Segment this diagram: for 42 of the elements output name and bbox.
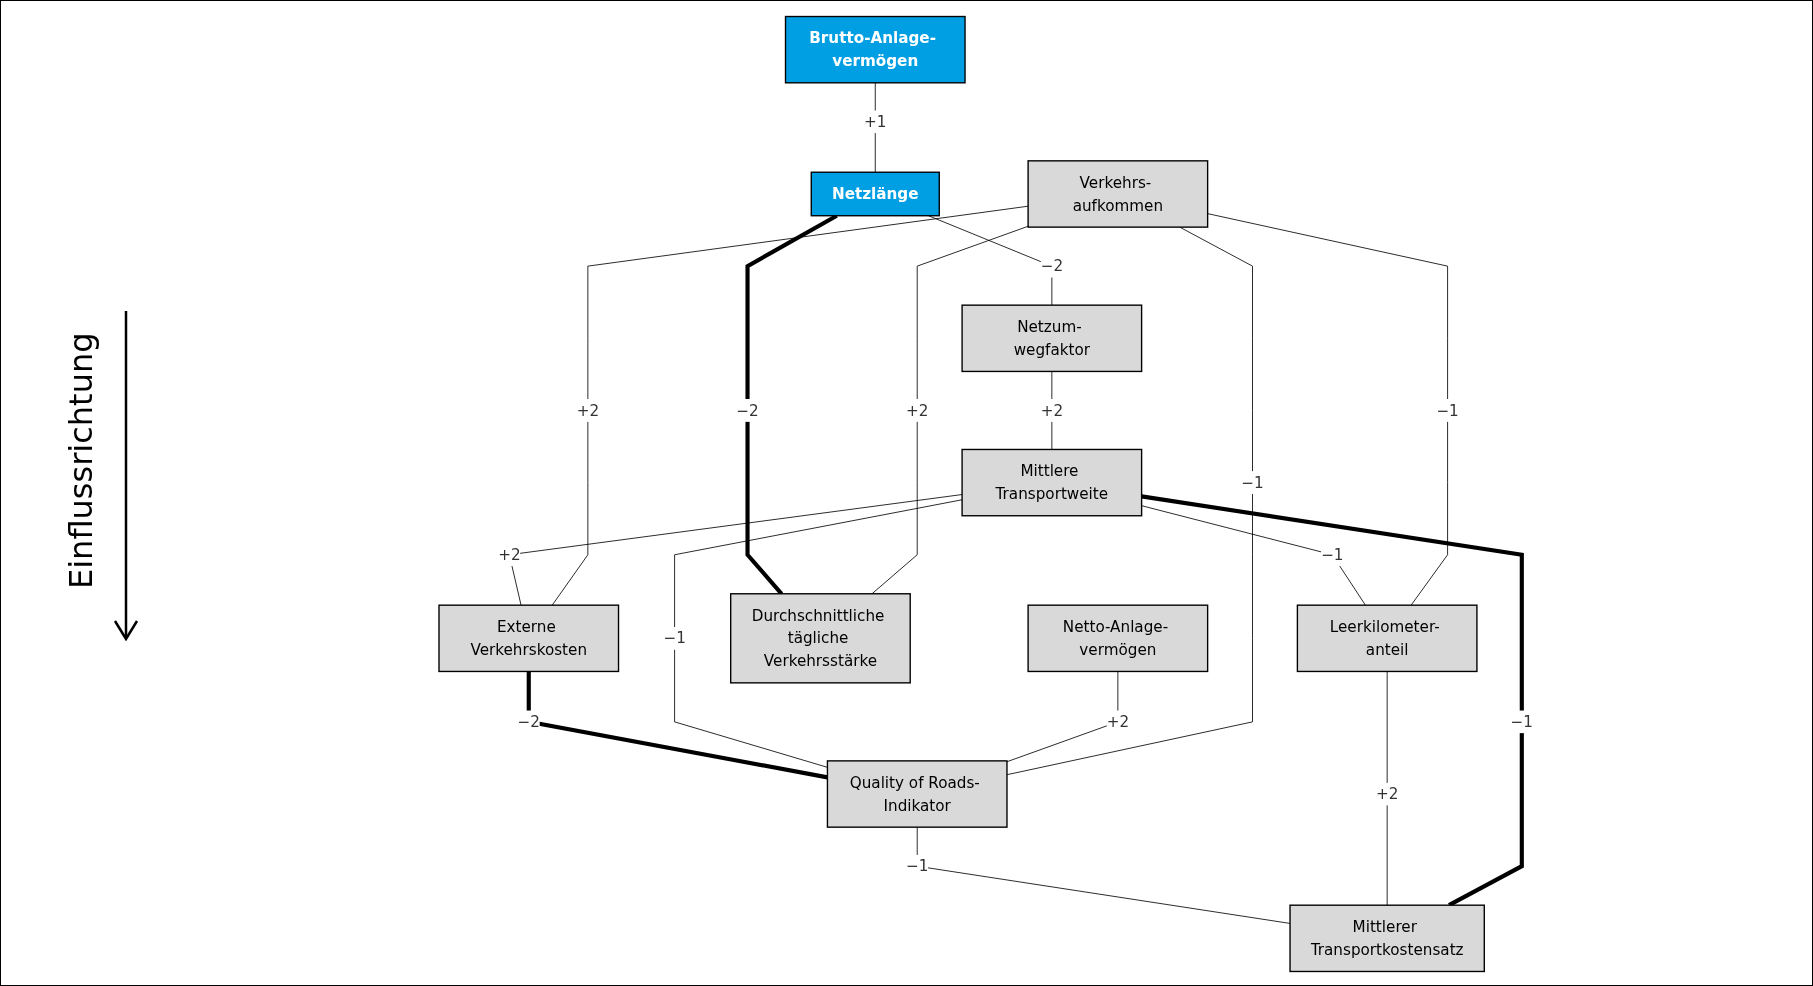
connector <box>1006 226 1253 776</box>
edge-label: +2 <box>1106 713 1130 731</box>
node-box: Durchschnittliche tägliche Verkehrsstärke <box>730 593 911 684</box>
edge-label: +1 <box>864 113 887 131</box>
connector <box>1207 213 1448 606</box>
edge-label: −2 <box>1040 257 1064 275</box>
connector <box>551 205 1029 606</box>
connector <box>874 82 876 173</box>
node-box: Netzlänge <box>810 171 940 217</box>
node-box: Verkehrs- aufkommen <box>1027 160 1209 228</box>
connector <box>916 826 1291 924</box>
edge-label: −1 <box>906 857 929 875</box>
node-box: Mittlerer Transportkostensatz <box>1289 904 1485 973</box>
node-box: Brutto-Anlage- vermögen <box>784 15 966 84</box>
node-box: Leerkilometer- anteil <box>1296 604 1478 673</box>
edge-label: −1 <box>1321 546 1344 564</box>
node-box: Quality of Roads- Indikator <box>826 760 1008 828</box>
edge-label: −1 <box>1241 473 1264 492</box>
node-box: Externe Verkehrskosten <box>438 604 620 673</box>
connector <box>1006 671 1119 763</box>
edge-label: +2 <box>906 401 929 420</box>
node-box: Netto-Anlage- vermögen <box>1027 604 1209 673</box>
connector <box>526 671 828 780</box>
edge-label: +2 <box>498 546 521 564</box>
node-box: Mittlere Transportweite <box>961 448 1143 517</box>
edge-label: −1 <box>1510 713 1534 731</box>
connector <box>928 215 1053 306</box>
edge-label: −2 <box>517 713 540 731</box>
connector <box>674 499 963 768</box>
edge-label: −2 <box>736 401 759 420</box>
connector <box>1051 371 1053 450</box>
connector <box>1141 505 1366 606</box>
connector <box>1386 671 1388 906</box>
edge-label: +2 <box>1040 401 1064 420</box>
edge-label: −1 <box>1436 401 1459 420</box>
edge-label: +2 <box>576 401 600 420</box>
connector <box>871 225 1029 595</box>
edge-label: +2 <box>1375 785 1399 803</box>
connector <box>1141 494 1524 907</box>
node-box: Netzum- wegfaktor <box>961 304 1143 373</box>
direction-label: Einflussrichtung <box>61 331 101 592</box>
edge-label: −1 <box>663 629 686 647</box>
